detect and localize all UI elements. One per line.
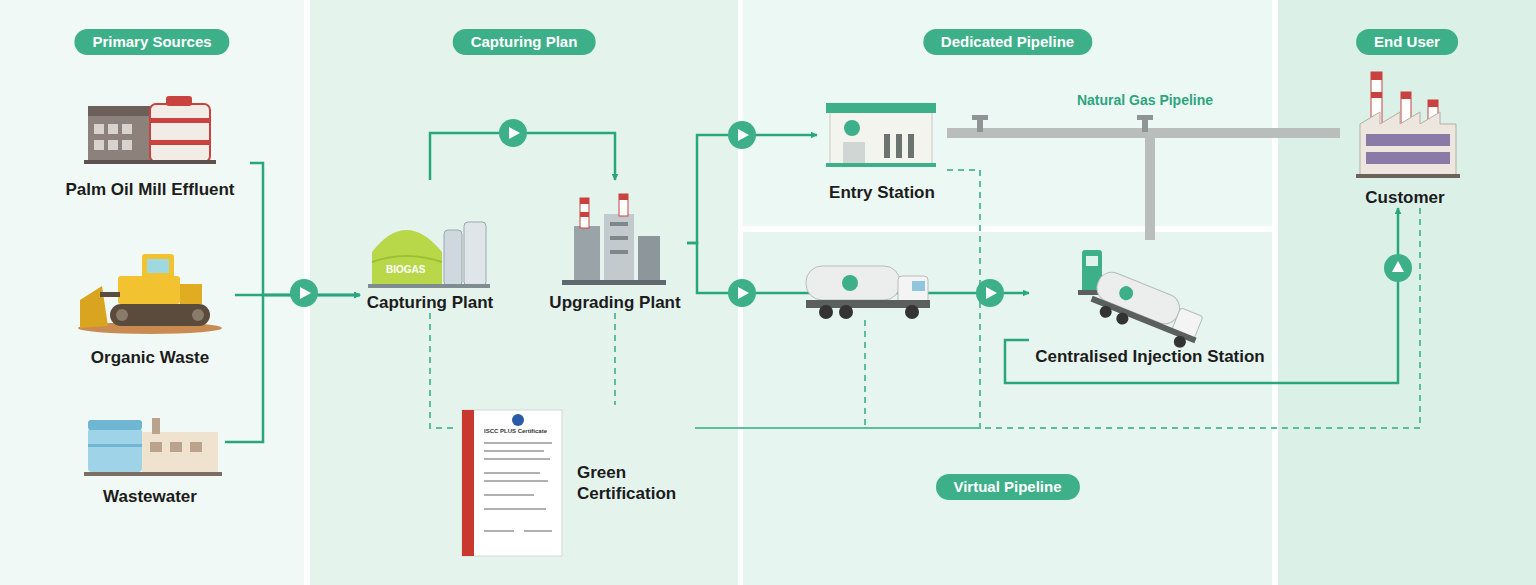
section-heading: Capturing Plan: [453, 29, 596, 55]
node-caption: Entry Station: [829, 183, 935, 203]
section-heading: Dedicated Pipeline: [923, 29, 1092, 55]
node-caption: Capturing Plant: [367, 293, 494, 313]
section-band: Virtual Pipeline Centralised Injection St…: [743, 232, 1272, 585]
section-band: Primary SourcesPalm Oil Mill EffluentOrg…: [0, 0, 304, 585]
section-band: Capturing PlanCapturing Plant Upgrading P…: [310, 0, 738, 585]
section-heading: End User: [1356, 29, 1458, 55]
node-caption: Upgrading Plant: [549, 293, 680, 313]
section-heading: Virtual Pipeline: [935, 474, 1079, 500]
node-caption: Organic Waste: [91, 348, 209, 368]
illustration-label: BIOGAS: [386, 264, 425, 276]
section-band: Dedicated PipelineEntry Station: [743, 0, 1272, 226]
section-band: End UserCustomer: [1278, 0, 1536, 585]
node-caption: Centralised Injection Station: [1035, 347, 1265, 367]
process-node: Organic Waste: [65, 262, 235, 368]
node-caption: Palm Oil Mill Effluent: [65, 180, 234, 200]
process-node: Wastewater: [75, 402, 225, 507]
section-heading: Primary Sources: [74, 29, 229, 55]
node-caption: Wastewater: [103, 487, 197, 507]
process-node: Centralised Injection Station: [1029, 240, 1271, 367]
process-node: Entry Station: [817, 95, 947, 203]
illustration-label: ISCC PLUS Certificate: [484, 428, 547, 435]
process-node: Customer: [1340, 62, 1470, 208]
node-caption: Customer: [1365, 188, 1444, 208]
process-node: Upgrading Plant: [543, 180, 687, 313]
edge-label: Natural Gas Pipeline: [1074, 92, 1216, 109]
node-caption: Green Certification: [577, 462, 689, 504]
process-node: Palm Oil Mill Effluent: [50, 95, 250, 200]
process-node: Capturing Plant: [360, 180, 500, 313]
